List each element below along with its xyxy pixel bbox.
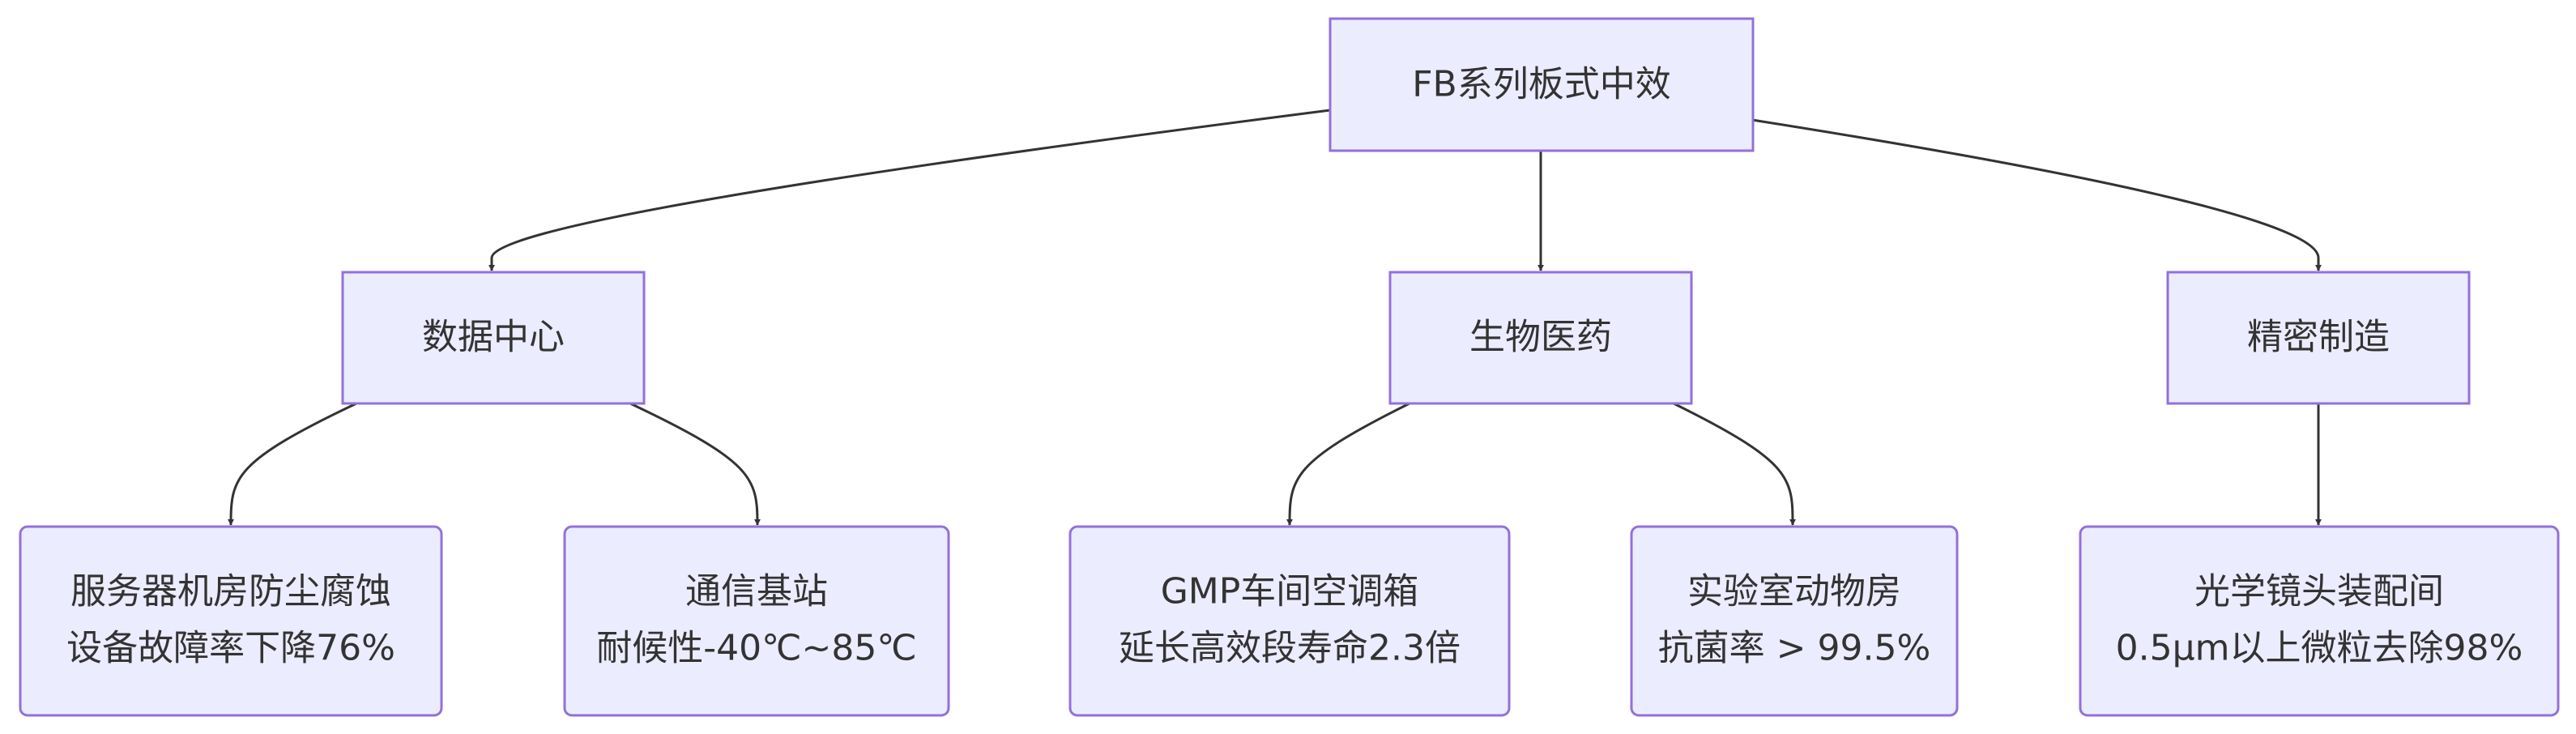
node-application-animal-room: 实验室动物房 抗菌率 > 99.5% — [1630, 525, 1959, 717]
application-detail-animal-room: 抗菌率 > 99.5% — [1658, 628, 1931, 669]
category-label-datacenter: 数据中心 — [422, 317, 565, 358]
node-application-gmp-ahu: GMP车间空调箱 延长高效段寿命2.3倍 — [1068, 525, 1511, 717]
node-category-biopharma: 生物医药 — [1388, 271, 1693, 405]
node-category-precision: 精密制造 — [2166, 271, 2471, 405]
application-title-server-room: 服务器机房防尘腐蚀 — [70, 571, 391, 612]
application-detail-base-station: 耐候性-40℃~85℃ — [596, 628, 917, 669]
edge-datacenter-to-basestation — [629, 402, 761, 526]
edge-root-to-precision — [1751, 118, 2322, 271]
application-detail-server-room: 设备故障率下降76% — [66, 628, 395, 669]
edge-biopharma-to-animalroom — [1673, 402, 1796, 526]
application-detail-optics-assembly: 0.5μm以上微粒去除98% — [2116, 628, 2523, 669]
edge-root-to-datacenter — [488, 109, 1331, 271]
node-root-label: FB系列板式中效 — [1412, 64, 1671, 105]
edge-datacenter-to-serverroom — [228, 402, 357, 526]
application-title-animal-room: 实验室动物房 — [1687, 571, 1901, 612]
application-title-gmp-ahu: GMP车间空调箱 — [1161, 571, 1419, 612]
node-application-server-room: 服务器机房防尘腐蚀 设备故障率下降76% — [19, 525, 443, 717]
edge-biopharma-to-gmp — [1286, 402, 1410, 526]
category-label-biopharma: 生物医药 — [1469, 317, 1612, 358]
application-detail-gmp-ahu: 延长高效段寿命2.3倍 — [1119, 628, 1461, 669]
node-root-product: FB系列板式中效 — [1329, 17, 1755, 152]
application-title-optics-assembly: 光学镜头装配间 — [2194, 571, 2444, 612]
node-application-base-station: 通信基站 耐候性-40℃~85℃ — [563, 525, 950, 717]
application-title-base-station: 通信基站 — [685, 571, 828, 612]
node-category-datacenter: 数据中心 — [341, 271, 646, 405]
category-label-precision: 精密制造 — [2247, 317, 2390, 358]
node-application-optics-assembly: 光学镜头装配间 0.5μm以上微粒去除98% — [2079, 525, 2560, 717]
